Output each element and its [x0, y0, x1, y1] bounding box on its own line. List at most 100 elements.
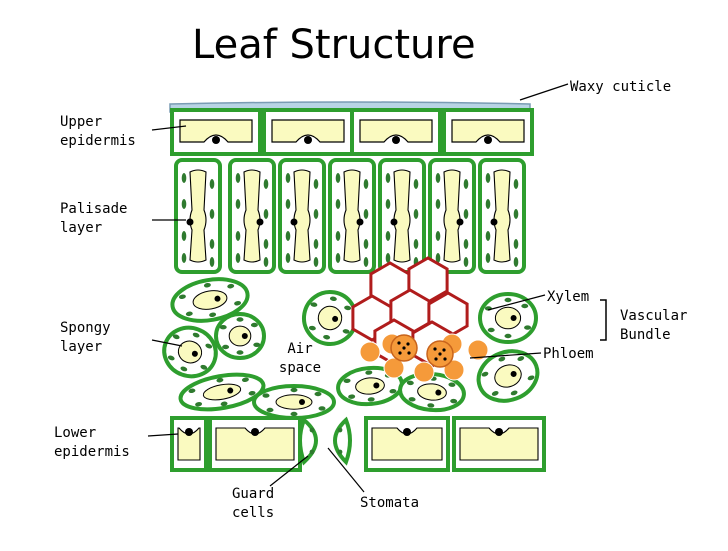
nucleus	[356, 218, 364, 226]
chloroplast	[513, 239, 519, 249]
chloroplast	[235, 199, 241, 209]
chloroplast	[263, 179, 269, 189]
nucleus	[373, 382, 380, 389]
chloroplast	[209, 179, 215, 189]
chloroplast	[318, 406, 326, 411]
spongy-cell	[170, 277, 250, 323]
chloroplast	[181, 253, 187, 263]
vacuole	[189, 169, 207, 263]
label-pointer	[151, 339, 183, 347]
chloroplast	[427, 403, 435, 408]
chloroplast	[285, 173, 291, 183]
phloem-cell	[467, 339, 489, 361]
nucleus	[495, 428, 503, 436]
spongy-cell	[302, 290, 358, 346]
sieve-plate-dot	[406, 342, 410, 346]
chloroplast	[205, 343, 213, 349]
label-waxy-cuticle: Waxy cuticle	[570, 79, 672, 95]
chloroplast	[203, 282, 211, 288]
nucleus	[510, 315, 517, 321]
chloroplast	[365, 370, 373, 375]
chloroplast	[463, 239, 469, 249]
chloroplast	[363, 257, 369, 267]
vacuole	[443, 169, 461, 263]
chloroplast	[385, 199, 391, 209]
label-pointer	[487, 294, 546, 311]
chloroplast	[335, 199, 341, 209]
vacuole	[271, 119, 345, 143]
vacuole	[417, 383, 447, 401]
chloroplast	[313, 209, 319, 219]
chloroplast	[262, 393, 270, 398]
nucleus	[214, 295, 221, 302]
chloroplast	[435, 253, 441, 263]
sieve-plate-dot	[433, 347, 437, 351]
upper-epidermis-cell	[350, 108, 442, 156]
chloroplast	[485, 173, 491, 183]
chloroplast	[310, 302, 318, 307]
chloroplast	[510, 390, 518, 396]
chloroplast	[285, 231, 291, 241]
guard-cell-left	[298, 416, 318, 466]
page-title: Leaf Structure	[192, 22, 476, 68]
chloroplast	[337, 449, 343, 455]
chloroplast	[343, 378, 351, 383]
label-pointer	[147, 433, 179, 437]
chloroplast	[513, 209, 519, 219]
spongy-cell	[336, 365, 404, 407]
chloroplast	[491, 391, 499, 396]
chloroplast	[290, 411, 298, 417]
nucleus	[191, 350, 198, 357]
chloroplast	[263, 239, 269, 249]
phloem-cell	[359, 341, 381, 363]
chloroplast	[485, 231, 491, 241]
chloroplast	[209, 312, 217, 318]
palisade-cell	[428, 158, 476, 274]
nucleus	[484, 136, 492, 144]
chloroplast	[222, 344, 230, 350]
chloroplast	[335, 253, 341, 263]
vacuole	[293, 169, 311, 263]
phloem-cell	[383, 357, 405, 379]
vacuole	[494, 306, 522, 330]
chloroplast	[344, 305, 352, 311]
upper-epidermis-cell	[262, 108, 354, 156]
chloroplast	[195, 402, 203, 407]
chloroplast	[463, 209, 469, 219]
guard-cells	[298, 416, 352, 466]
chloroplast	[234, 301, 242, 306]
nucleus	[392, 136, 400, 144]
chloroplast	[498, 356, 506, 362]
lower-epidermis-cell	[364, 416, 450, 472]
vacuole	[243, 169, 261, 263]
chloroplast	[517, 356, 525, 361]
chloroplast	[227, 283, 235, 289]
vacuole	[317, 305, 343, 331]
chloroplast	[178, 294, 186, 299]
upper-epidermis-cell	[170, 108, 262, 156]
phloem-cell	[413, 361, 435, 383]
chloroplast	[216, 377, 224, 383]
nucleus	[212, 136, 220, 144]
chloroplast	[406, 380, 414, 386]
chloroplast	[285, 253, 291, 263]
chloroplast	[181, 231, 187, 241]
chloroplast	[463, 179, 469, 189]
spongy-cell	[478, 292, 538, 344]
chloroplast	[413, 209, 419, 219]
label-xylem: Xylem	[547, 289, 590, 305]
label-stomata: Stomata	[360, 495, 420, 511]
vascular-bundle-bracket	[600, 299, 607, 341]
sieve-plate-dot	[398, 351, 402, 355]
chloroplast	[413, 239, 419, 249]
chloroplast	[323, 334, 331, 340]
nucleus	[490, 218, 498, 226]
chloroplast	[367, 397, 375, 402]
sieve-plate-dot	[434, 357, 438, 361]
chloroplast	[335, 231, 341, 241]
upper-epidermis-cell	[442, 108, 534, 156]
